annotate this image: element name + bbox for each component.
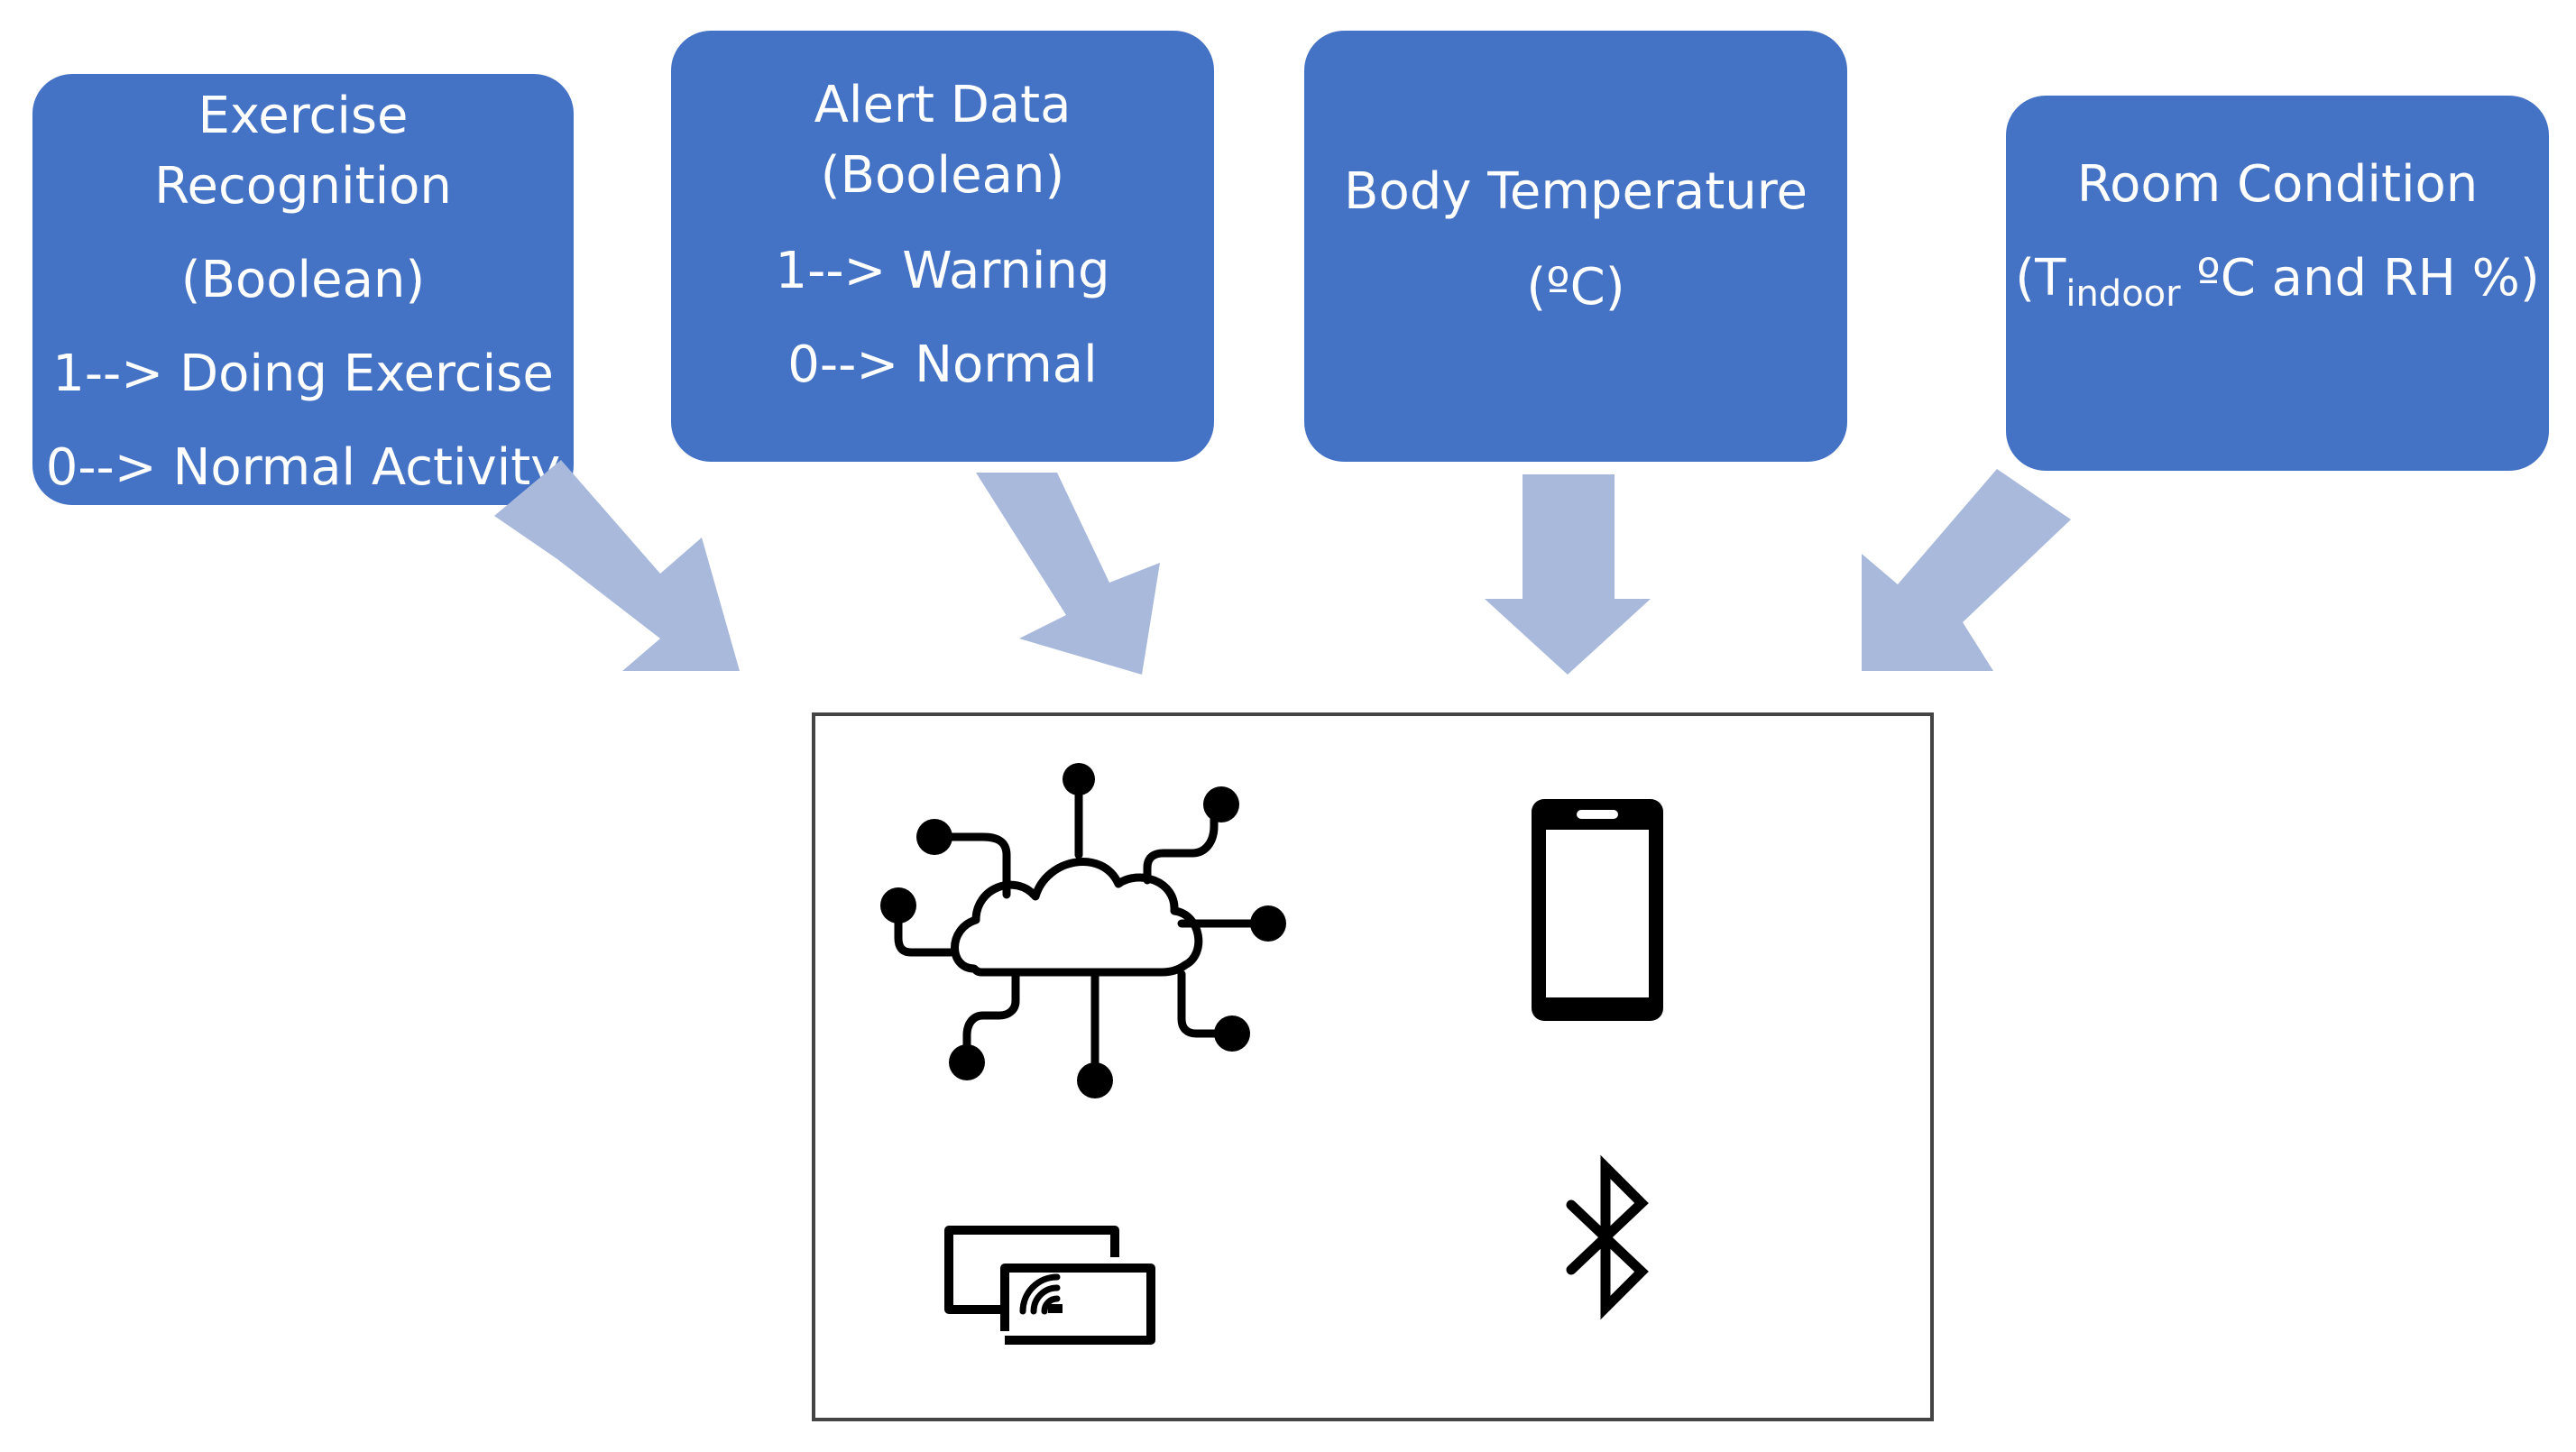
exercise-value-1: 1--> Doing Exercise (52, 345, 554, 403)
temperature-title: Body Temperature (1344, 162, 1808, 221)
network-node-upper-right (1203, 786, 1239, 822)
exercise-title-line2: Recognition (154, 157, 452, 216)
alert-data-box: Alert Data (Boolean) 1--> Warning 0--> N… (671, 31, 1214, 462)
smartphone-icon (1532, 799, 1663, 1021)
room-parameters: (Tindoor ºC and RH %) (2006, 249, 2549, 312)
exercise-value-0: 0--> Normal Activity (45, 438, 561, 497)
arrow-alert-to-panel (976, 473, 1160, 675)
network-node-bottom-center (1077, 1062, 1113, 1098)
room-param-open: (T (2015, 249, 2066, 308)
alert-title: Alert Data (814, 76, 1072, 134)
wireless-card-icon (944, 1226, 1155, 1345)
device-panel (812, 712, 1934, 1421)
room-param-rest: ºC and RH %) (2180, 249, 2540, 308)
arrow-room-to-panel (1862, 469, 2071, 671)
room-param-subscript: indoor (2065, 273, 2181, 315)
alert-type: (Boolean) (820, 146, 1065, 205)
bluetooth-icon (1566, 1154, 1649, 1320)
room-title: Room Condition (2076, 155, 2479, 214)
arrow-temperature-to-panel (1485, 474, 1651, 675)
arrows-layer (494, 460, 2071, 675)
network-node-bottom-right (1214, 1015, 1250, 1052)
exercise-recognition-box: Exercise Recognition (Boolean) 1--> Doin… (32, 74, 574, 505)
arrow-exercise-to-panel (494, 460, 740, 671)
room-condition-box: Room Condition (Tindoor ºC and RH %) (2006, 96, 2549, 471)
network-node-right (1250, 905, 1286, 942)
temperature-unit: (ºC) (1526, 258, 1625, 317)
body-temperature-box: Body Temperature (ºC) (1304, 31, 1847, 462)
alert-value-0: 0--> Normal (787, 335, 1098, 394)
network-node-top (1063, 763, 1095, 795)
alert-value-1: 1--> Warning (775, 242, 1110, 300)
network-node-bottom-left (949, 1044, 985, 1080)
exercise-type: (Boolean) (180, 251, 426, 309)
exercise-title-line1: Exercise (198, 87, 409, 145)
network-node-left (880, 887, 916, 924)
network-node-upper-left (916, 819, 952, 855)
cloud-network-icon (880, 763, 1286, 1098)
